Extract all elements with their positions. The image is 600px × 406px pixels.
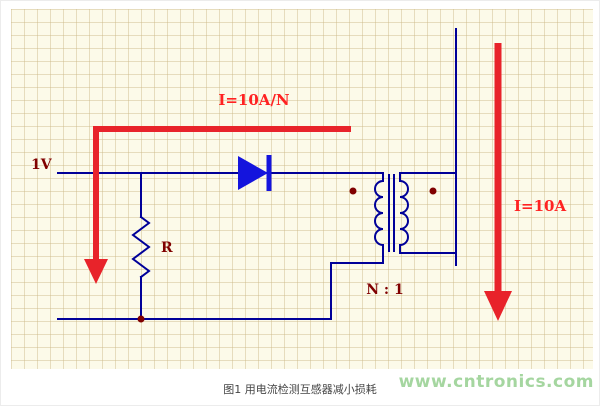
transformer-secondary-winding <box>374 179 385 247</box>
phase-dot-secondary <box>349 187 357 195</box>
wire-primary-bottom-lead <box>399 244 457 254</box>
figure-caption: 图1 用电流检测互感器减小损耗 <box>223 383 377 396</box>
circuit-diagram: I=10A/N I=10A 1V R N : 1 <box>31 28 566 323</box>
label-resistor: R <box>161 240 173 256</box>
secondary-current-arrow-line <box>93 126 351 261</box>
phase-dot-primary <box>429 187 437 195</box>
diode-anode-triangle <box>238 156 268 190</box>
wire-secondary-return <box>330 244 384 320</box>
watermark-text: www.cntronics.com <box>398 372 594 392</box>
primary-current-arrowhead <box>484 291 512 321</box>
label-secondary-current: I=10A/N <box>218 91 290 109</box>
label-primary-current: I=10A <box>514 197 566 215</box>
transformer-core <box>388 174 395 252</box>
label-turns-ratio: N : 1 <box>366 282 403 298</box>
current-arrows <box>84 43 512 321</box>
schematic-area: I=10A/N I=10A 1V R N : 1 <box>11 9 593 369</box>
wires <box>57 28 457 320</box>
dots <box>137 187 437 323</box>
label-voltage-source: 1V <box>31 157 53 173</box>
wire-top <box>57 172 384 182</box>
resistor <box>131 215 151 279</box>
secondary-current-arrowhead <box>84 259 108 284</box>
junction-dot <box>137 315 145 323</box>
wire-primary-top-lead <box>399 172 457 182</box>
diode <box>238 155 272 191</box>
transformer-primary-winding <box>398 179 409 247</box>
